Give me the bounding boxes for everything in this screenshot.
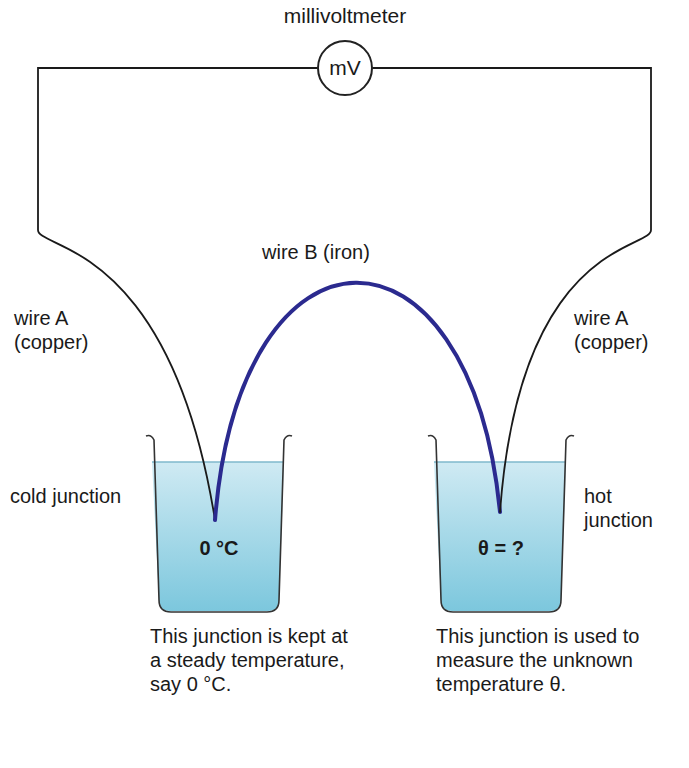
temperature-label: θ = ?: [430, 537, 572, 560]
wire-label: wire A (copper): [574, 306, 674, 354]
copper-wire: [373, 68, 651, 512]
meter-symbol: mV: [319, 56, 371, 80]
hot-beaker: [428, 436, 574, 613]
note-text: This junction is kept at a steady temper…: [150, 624, 362, 696]
cold-beaker: [146, 436, 292, 613]
iron-wire: [215, 283, 500, 520]
instrument-name: millivoltmeter: [284, 4, 407, 28]
cold-junction-beaker: 0 °C: [148, 435, 290, 615]
wire-label: wire B (iron): [262, 240, 422, 264]
millivoltmeter-dial: millivoltmetermV: [317, 40, 373, 96]
temperature-label: 0 °C: [148, 537, 290, 560]
note-text: This junction is used to measure the unk…: [436, 624, 654, 696]
wire-label: wire A (copper): [14, 306, 100, 354]
hot-junction-beaker: θ = ?: [430, 435, 572, 615]
junction-label: cold junction: [10, 484, 122, 508]
copper-wire: [38, 68, 317, 520]
junction-label: hot junction: [584, 484, 684, 532]
